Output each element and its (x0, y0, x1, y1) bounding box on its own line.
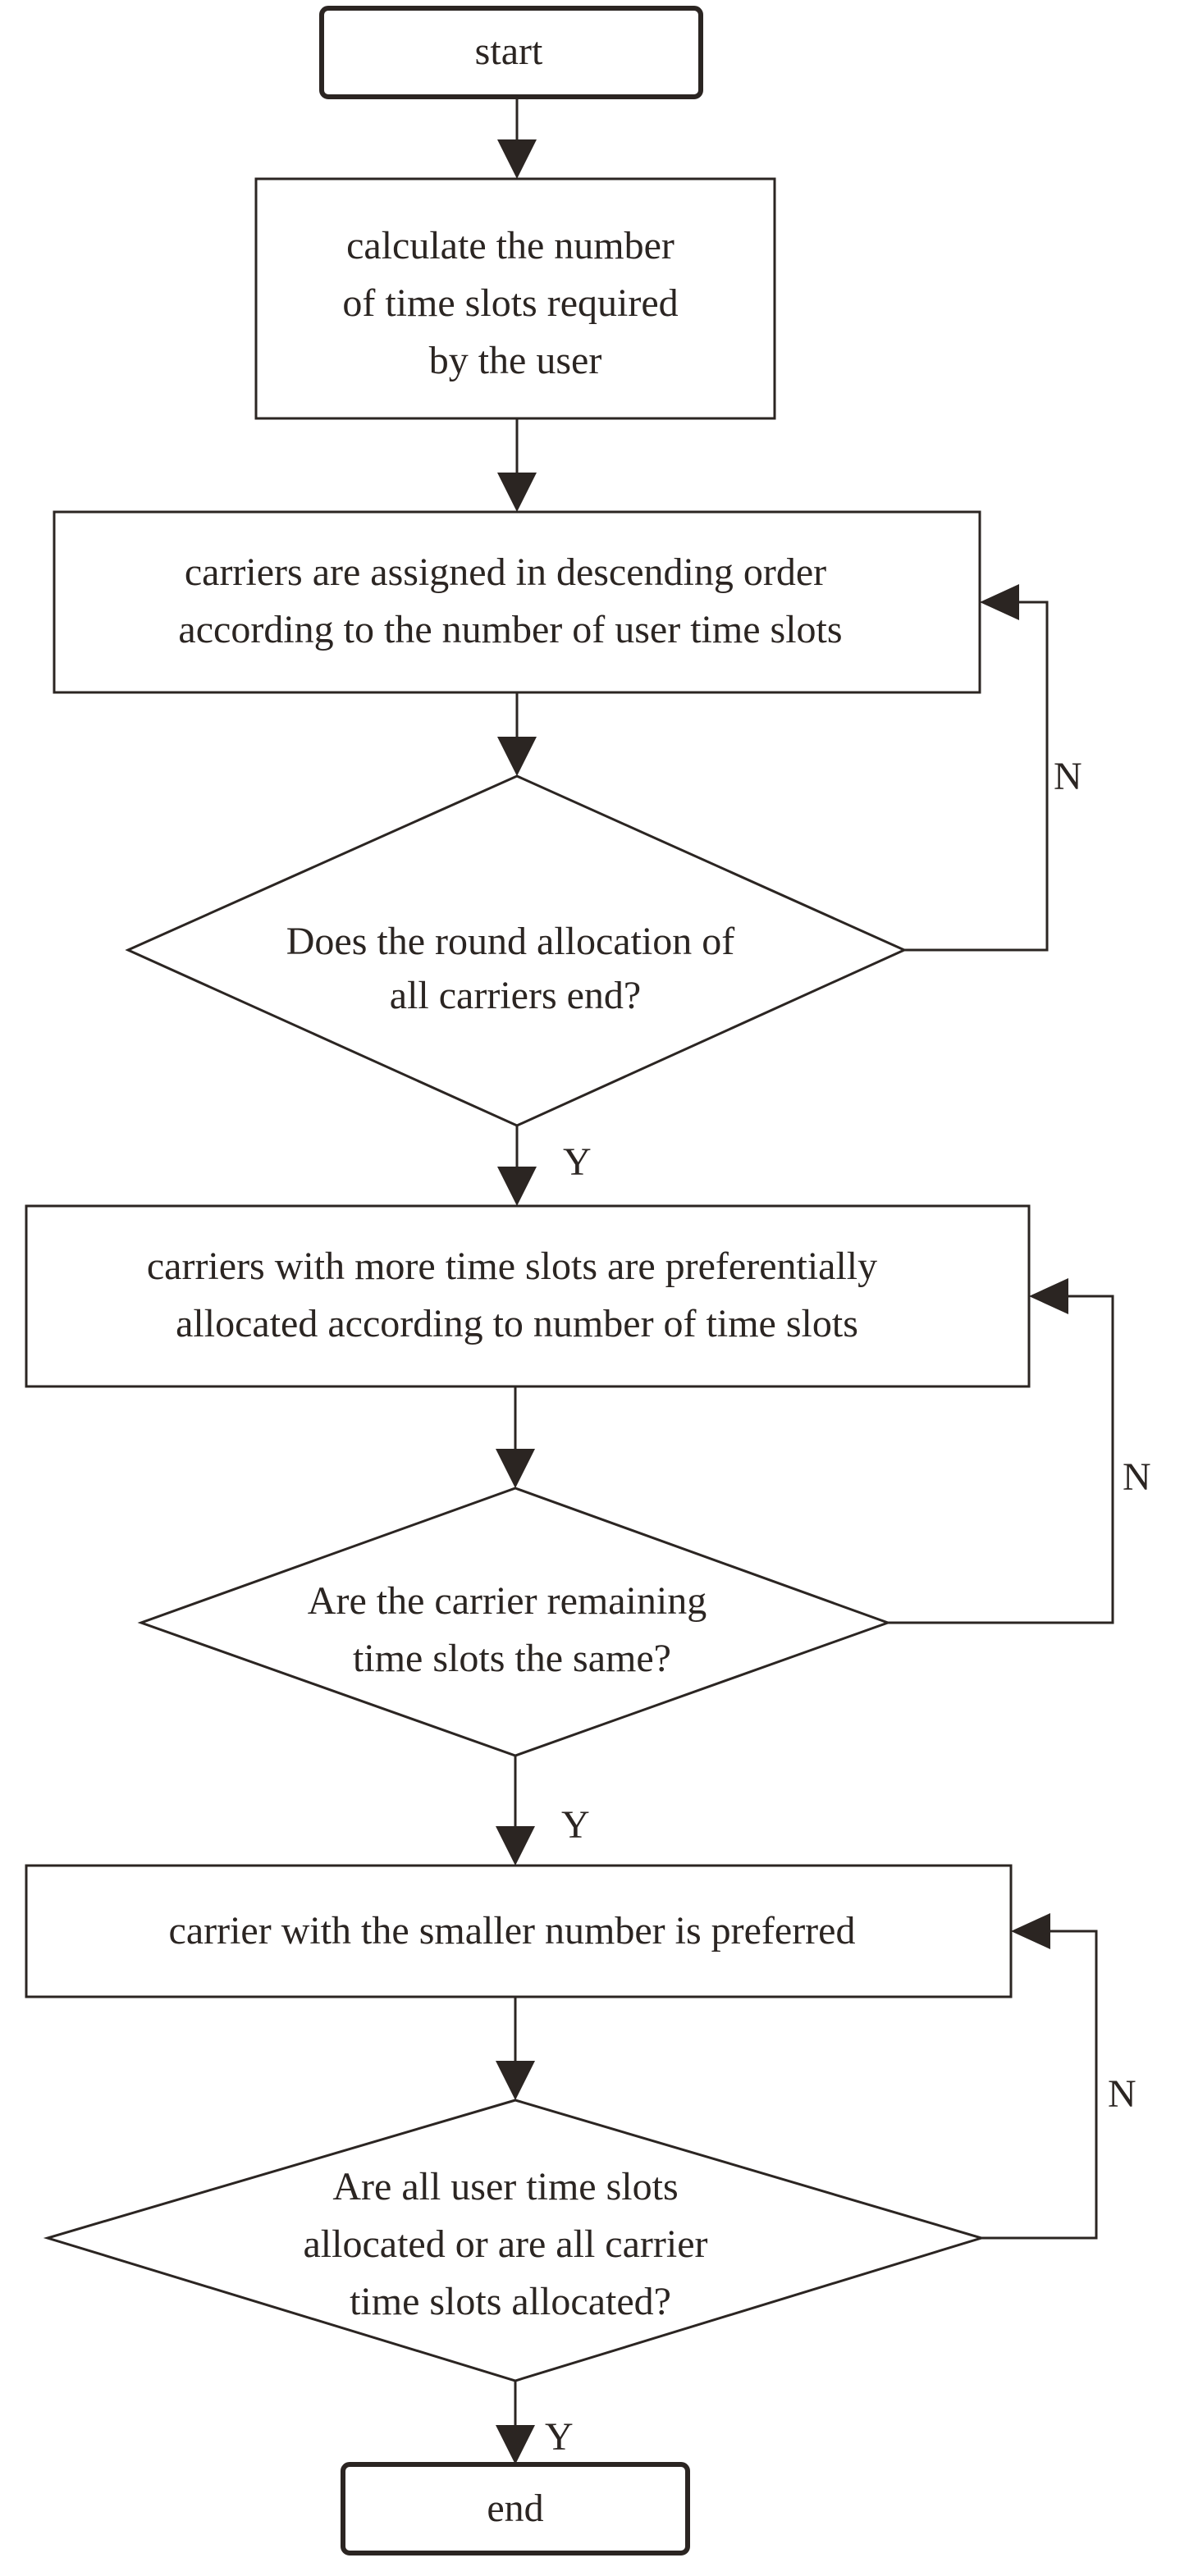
arrow-all-allocated-to-end (496, 2381, 535, 2464)
round-end-line-1: Does the round allocation of (286, 920, 735, 963)
node-start: start (319, 6, 703, 99)
calculate-box (254, 177, 776, 420)
calculate-line-1: calculate the number (346, 224, 675, 267)
svg-text:carriers with more time slots: carriers with more time slots are prefer… (147, 1245, 887, 1345)
preferential-box (25, 1204, 1031, 1388)
smaller-number-box (25, 1864, 1013, 1998)
same-remaining-line-1: Are the carrier remaining (308, 1579, 707, 1623)
start-label: start (475, 30, 543, 73)
node-round-end-decision: Does the round allocation of all carrier… (125, 774, 908, 1127)
edge-label-y-round-end: Y (563, 1140, 592, 1184)
arrow-round-end-to-preferential (497, 1126, 537, 1206)
edges (496, 97, 1114, 2464)
node-same-remaining-decision: Are the carrier remaining time slots the… (137, 1487, 892, 1757)
all-allocated-line-2: allocated or are all carrier (304, 2222, 708, 2266)
edge-label-y-all-allocated: Y (545, 2415, 574, 2459)
arrow-smaller-to-all-allocated (496, 1997, 535, 2100)
svg-text:Does the round allocation of: Does the round allocation of all carrier… (286, 920, 745, 1017)
loop-same-remaining-to-preferential (888, 1278, 1114, 1624)
arrow-preferential-to-same-remaining (496, 1386, 535, 1488)
calculate-line-3: by the user (429, 339, 602, 382)
edge-label-y-same-remaining: Y (561, 1803, 590, 1847)
arrow-assign-to-round-end (497, 692, 537, 776)
node-calculate: calculate the number of time slots requi… (254, 177, 776, 420)
arrow-calculate-to-assign (497, 418, 537, 512)
calculate-line-2: of time slots required (342, 281, 678, 325)
edge-label-n-same-remaining: N (1123, 1455, 1151, 1499)
svg-text:end: end (487, 2487, 543, 2530)
node-all-allocated-decision: Are all user time slots allocated or are… (43, 2099, 986, 2382)
all-allocated-line-3: time slots allocated? (350, 2280, 671, 2323)
end-label: end (487, 2487, 543, 2530)
svg-text:Are the carrier remaining: Are the carrier remaining time slots the… (308, 1579, 716, 1680)
assign-line-1: carriers are assigned in descending orde… (185, 550, 826, 594)
preferential-line-1: carriers with more time slots are prefer… (147, 1245, 877, 1288)
svg-text:start: start (475, 30, 543, 73)
round-end-line-2: all carriers end? (390, 974, 641, 1017)
assign-line-2: according to the number of user time slo… (178, 608, 842, 651)
all-allocated-line-1: Are all user time slots (332, 2165, 678, 2208)
start-terminal (319, 6, 703, 99)
svg-text:carrier with the smaller numbe: carrier with the smaller number is prefe… (169, 1909, 856, 1953)
assign-box (53, 510, 981, 694)
svg-text:calculate the number of: calculate the number of time slots requi… (342, 224, 688, 382)
preferential-line-2: allocated according to number of time sl… (176, 1302, 858, 1345)
edge-label-n-round-end: N (1054, 755, 1082, 798)
loop-round-end-to-assign (904, 584, 1049, 952)
node-smaller-number: carrier with the smaller number is prefe… (25, 1864, 1013, 1998)
smaller-number-line-1: carrier with the smaller number is prefe… (169, 1909, 856, 1953)
edge-label-n-all-allocated: N (1108, 2072, 1136, 2116)
node-assign: carriers are assigned in descending orde… (53, 510, 981, 694)
node-end: end (341, 2462, 690, 2555)
arrow-start-to-calculate (497, 97, 537, 179)
arrow-same-remaining-to-smaller (496, 1756, 535, 1866)
node-preferential: carriers with more time slots are prefer… (25, 1204, 1031, 1388)
svg-text:carriers are assigned in desce: carriers are assigned in descending orde… (178, 550, 842, 651)
same-remaining-line-2: time slots the same? (353, 1637, 671, 1680)
svg-text:Are all user time slots: Are all user time slots allocated or are… (304, 2165, 718, 2323)
loop-all-allocated-to-smaller (981, 1913, 1098, 2240)
